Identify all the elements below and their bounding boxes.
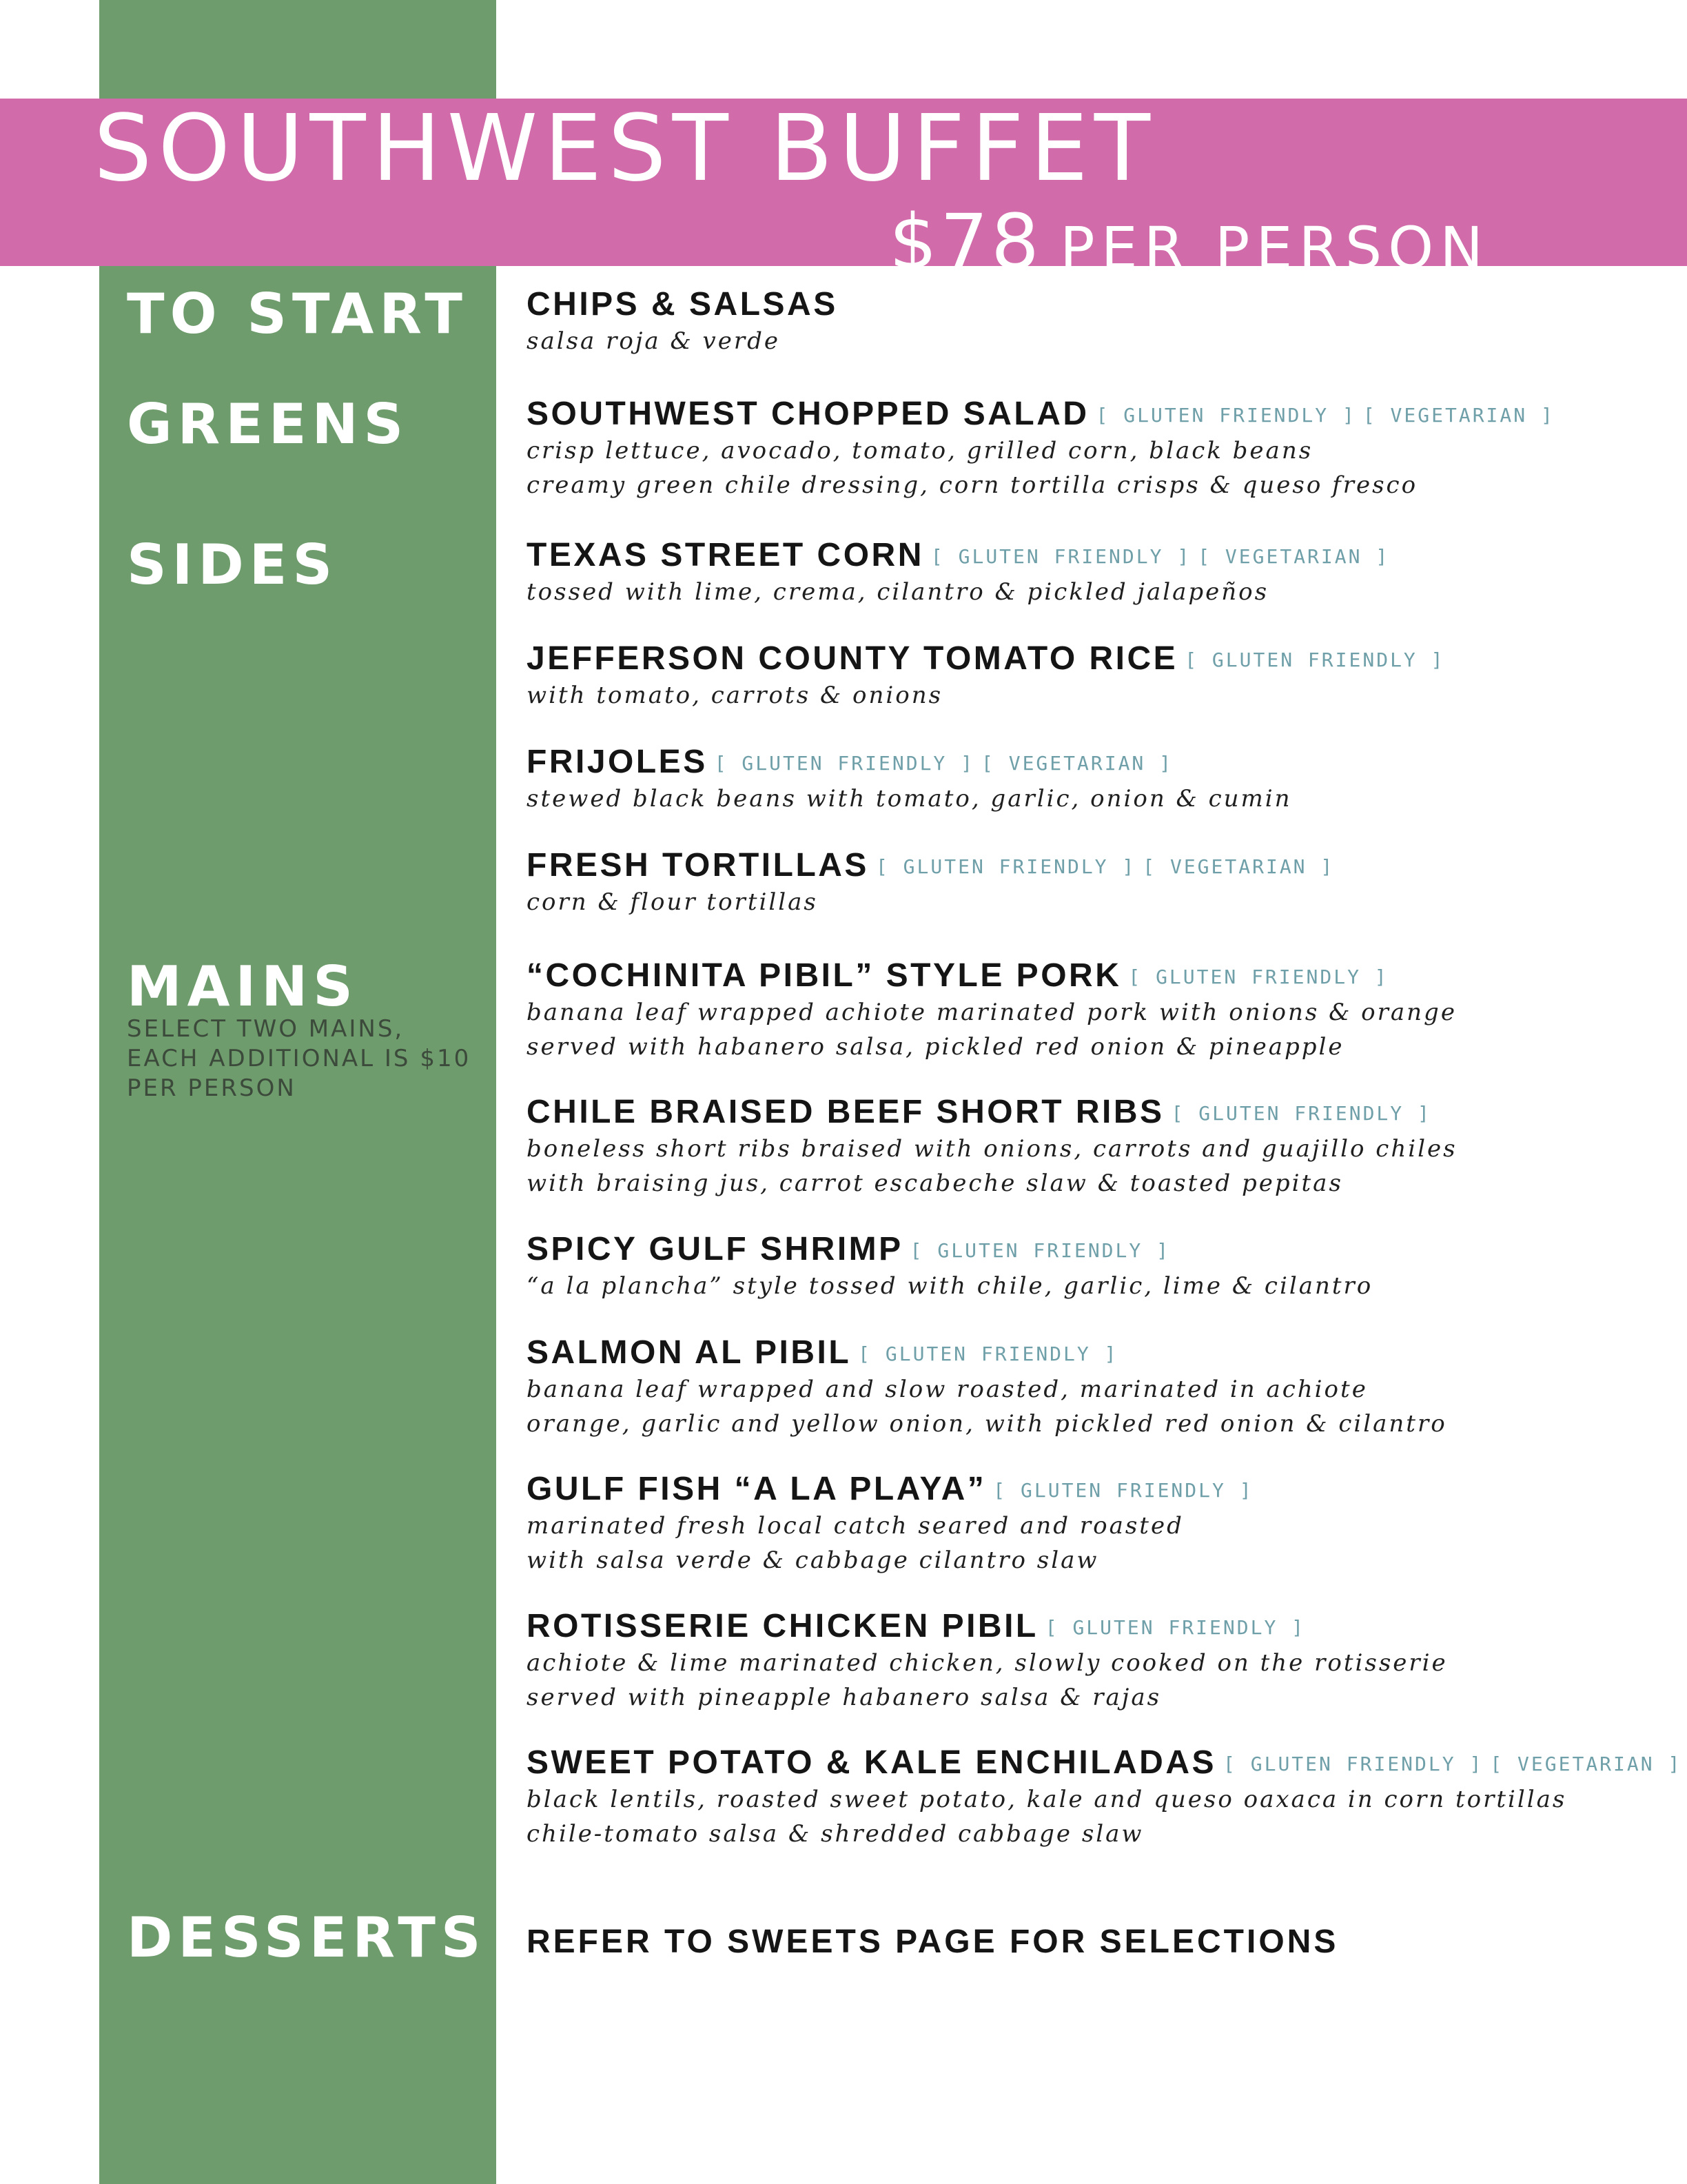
menu-item-name: “COCHINITA PIBIL” STYLE PORK	[526, 957, 1122, 994]
menu-item-description: served with habanero salsa, pickled red …	[526, 1032, 1345, 1061]
menu-item-heading: SWEET POTATO & KALE ENCHILADAS [ GLUTEN F…	[526, 1744, 1679, 1782]
dietary-tag: [ GLUTEN FRIENDLY ]	[1185, 649, 1445, 671]
page-title: SOUTHWEST BUFFET	[94, 96, 1157, 202]
menu-item: SWEET POTATO & KALE ENCHILADAS [ GLUTEN F…	[526, 1744, 1679, 1850]
menu-item: “COCHINITA PIBIL” STYLE PORK [ GLUTEN FRI…	[526, 957, 1646, 1063]
menu-item-description: boneless short ribs braised with onions,…	[526, 1134, 1458, 1163]
menu-item-description: black lentils, roasted sweet potato, kal…	[526, 1785, 1567, 1813]
menu-item-description: tossed with lime, crema, cilantro & pick…	[526, 578, 1269, 606]
menu-item-description: creamy green chile dressing, corn tortil…	[526, 471, 1418, 499]
menu-item-description: banana leaf wrapped achiote marinated po…	[526, 998, 1457, 1026]
menu-item: CHIPS & SALSAS salsa roja & verde	[526, 286, 1646, 358]
menu-item: GULF FISH “A LA PLAYA” [ GLUTEN FRIENDLY …	[526, 1471, 1646, 1577]
menu-item-description: achiote & lime marinated chicken, slowly…	[526, 1649, 1448, 1677]
price-unit: PER PERSON	[1059, 214, 1490, 282]
menu-item-description: with salsa verde & cabbage cilantro slaw	[526, 1546, 1099, 1574]
price-amount: $78	[889, 198, 1042, 286]
section-desserts: DESSERTS	[127, 1906, 487, 1970]
menu-item-description: corn & flour tortillas	[526, 888, 818, 916]
mains-note: SELECT TWO MAINS, EACH ADDITIONAL IS $10…	[127, 1015, 471, 1102]
dietary-tag: [ GLUTEN FRIENDLY ]	[1223, 1753, 1484, 1775]
dietary-tag: [ VEGETARIAN ]	[1143, 855, 1335, 878]
menu-item-name: JEFFERSON COUNTY TOMATO RICE	[526, 640, 1178, 677]
dietary-tag: [ GLUTEN FRIENDLY ]	[1045, 1616, 1306, 1639]
menu-item-description: crisp lettuce, avocado, tomato, grilled …	[526, 436, 1313, 465]
menu-item-name: CHILE BRAISED BEEF SHORT RIBS	[526, 1094, 1165, 1130]
menu-item: JEFFERSON COUNTY TOMATO RICE [ GLUTEN FRI…	[526, 640, 1646, 712]
menu-item: ROTISSERIE CHICKEN PIBIL [ GLUTEN FRIENDL…	[526, 1608, 1646, 1714]
menu-item-name: TEXAS STREET CORN	[526, 537, 924, 573]
sidebar-column	[99, 0, 496, 2184]
menu-item-heading: CHILE BRAISED BEEF SHORT RIBS [ GLUTEN FR…	[526, 1094, 1646, 1131]
menu-item-description: salsa roja & verde	[526, 327, 781, 355]
dietary-tag: [ VEGETARIAN ]	[981, 752, 1174, 775]
dietary-tag: [ GLUTEN FRIENDLY ]	[930, 545, 1192, 568]
dietary-tag: [ GLUTEN FRIENDLY ]	[1096, 404, 1356, 427]
menu-item-description: orange, garlic and yellow onion, with pi…	[526, 1409, 1447, 1438]
menu-item-description: stewed black beans with tomato, garlic, …	[526, 784, 1292, 813]
menu-item-name: ROTISSERIE CHICKEN PIBIL	[526, 1608, 1039, 1644]
menu-item-description: served with pineapple habanero salsa & r…	[526, 1683, 1162, 1711]
dietary-tag: [ VEGETARIAN ]	[1490, 1753, 1682, 1775]
dietary-tag: [ GLUTEN FRIENDLY ]	[714, 752, 974, 775]
menu-item-heading: “COCHINITA PIBIL” STYLE PORK [ GLUTEN FRI…	[526, 957, 1646, 994]
menu-item-heading: JEFFERSON COUNTY TOMATO RICE [ GLUTEN FRI…	[526, 640, 1646, 677]
menu-item-name: SALMON AL PIBIL	[526, 1334, 852, 1371]
menu-item-name: CHIPS & SALSAS	[526, 286, 838, 323]
menu-item: FRESH TORTILLAS [ GLUTEN FRIENDLY ] [ VEGE…	[526, 847, 1646, 919]
menu-item-description: marinated fresh local catch seared and r…	[526, 1511, 1184, 1540]
menu-item-name: SPICY GULF SHRIMP	[526, 1231, 903, 1267]
menu-item-heading: FRESH TORTILLAS [ GLUTEN FRIENDLY ] [ VEGE…	[526, 847, 1646, 884]
dietary-tag: [ GLUTEN FRIENDLY ]	[1128, 966, 1389, 988]
dietary-tag: [ GLUTEN FRIENDLY ]	[1171, 1102, 1431, 1125]
menu-item-heading: SOUTHWEST CHOPPED SALAD [ GLUTEN FRIENDLY…	[526, 396, 1646, 433]
section-mains: MAINS	[127, 955, 358, 1019]
section-greens: GREENS	[127, 392, 409, 456]
menu-item-heading: FRIJOLES [ GLUTEN FRIENDLY ] [ VEGETARIAN …	[526, 744, 1646, 781]
menu-item: CHILE BRAISED BEEF SHORT RIBS [ GLUTEN FR…	[526, 1094, 1646, 1200]
menu-item-description: with tomato, carrots & onions	[526, 681, 943, 709]
menu-item-description: with braising jus, carrot escabeche slaw…	[526, 1169, 1343, 1197]
menu-item-heading: CHIPS & SALSAS	[526, 286, 1646, 323]
menu-item-name: GULF FISH “A LA PLAYA”	[526, 1471, 987, 1507]
menu-item-name: FRESH TORTILLAS	[526, 847, 869, 884]
dietary-tag: [ VEGETARIAN ]	[1362, 404, 1555, 427]
section-sides: SIDES	[127, 533, 338, 597]
menu-item-heading: TEXAS STREET CORN [ GLUTEN FRIENDLY ] [ VE…	[526, 537, 1646, 574]
section-to-start: TO START	[127, 282, 468, 346]
desserts-note: REFER TO SWEETS PAGE FOR SELECTIONS	[526, 1923, 1339, 1960]
header-banner	[0, 99, 1687, 266]
menu-item-description: chile-tomato salsa & shredded cabbage sl…	[526, 1819, 1144, 1848]
menu-item-name: SWEET POTATO & KALE ENCHILADAS	[526, 1744, 1217, 1781]
menu-item-name: FRIJOLES	[526, 744, 708, 780]
dietary-tag: [ VEGETARIAN ]	[1198, 545, 1390, 568]
menu-item-name: SOUTHWEST CHOPPED SALAD	[526, 396, 1090, 432]
menu-item-heading: SALMON AL PIBIL [ GLUTEN FRIENDLY ]	[526, 1334, 1646, 1371]
menu-item: FRIJOLES [ GLUTEN FRIENDLY ] [ VEGETARIAN …	[526, 744, 1646, 815]
dietary-tag: [ GLUTEN FRIENDLY ]	[993, 1479, 1254, 1502]
menu-item: SALMON AL PIBIL [ GLUTEN FRIENDLY ] banana…	[526, 1334, 1646, 1440]
menu-item: TEXAS STREET CORN [ GLUTEN FRIENDLY ] [ VE…	[526, 537, 1646, 609]
menu-item-heading: SPICY GULF SHRIMP [ GLUTEN FRIENDLY ]	[526, 1231, 1646, 1268]
dietary-tag: [ GLUTEN FRIENDLY ]	[858, 1343, 1118, 1365]
menu-item-heading: ROTISSERIE CHICKEN PIBIL [ GLUTEN FRIENDL…	[526, 1608, 1646, 1645]
menu-item: SPICY GULF SHRIMP [ GLUTEN FRIENDLY ] “a l…	[526, 1231, 1646, 1303]
menu-item: SOUTHWEST CHOPPED SALAD [ GLUTEN FRIENDLY…	[526, 396, 1646, 502]
menu-item-description: “a la plancha” style tossed with chile, …	[526, 1272, 1373, 1300]
menu-item-heading: GULF FISH “A LA PLAYA” [ GLUTEN FRIENDLY …	[526, 1471, 1646, 1508]
dietary-tag: [ GLUTEN FRIENDLY ]	[875, 855, 1136, 878]
dietary-tag: [ GLUTEN FRIENDLY ]	[910, 1239, 1170, 1262]
menu-item-description: banana leaf wrapped and slow roasted, ma…	[526, 1375, 1368, 1403]
